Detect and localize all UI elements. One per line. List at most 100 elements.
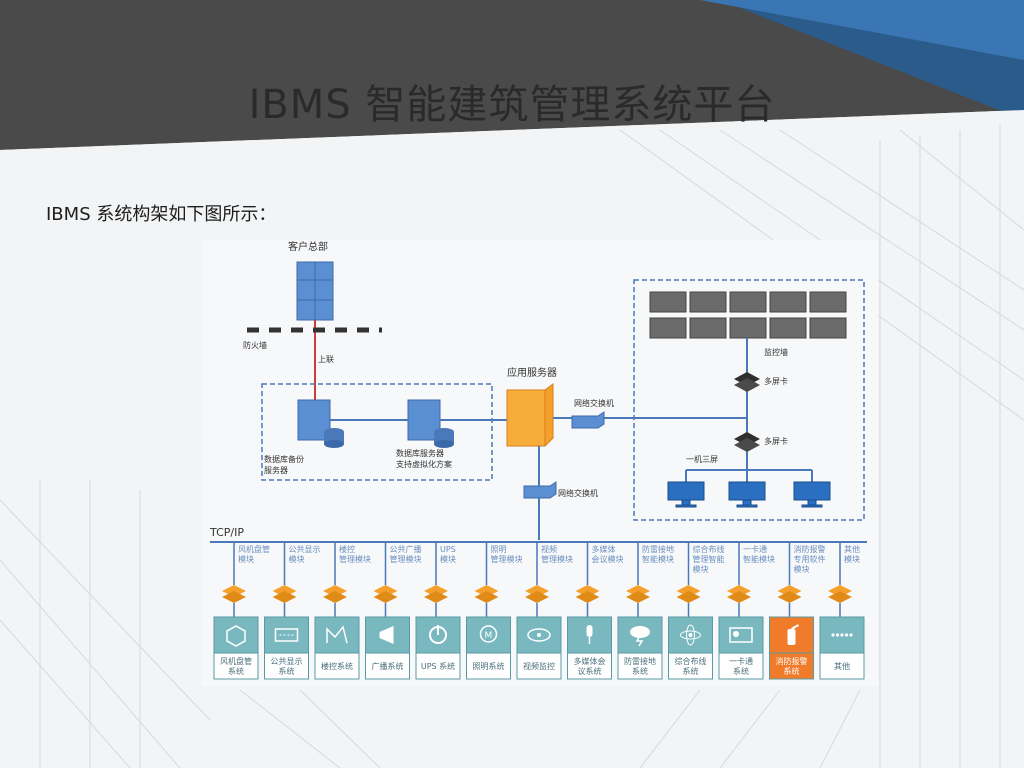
module-label: 楼控	[339, 544, 355, 554]
database-group-box	[261, 383, 493, 481]
uplink-label: 上联	[318, 355, 334, 364]
db-backup-label-2: 服务器	[264, 465, 288, 475]
module-diamond-icon	[676, 585, 701, 603]
slide-title: IBMS 智能建筑管理系统平台	[248, 82, 776, 128]
app-server-label: 应用服务器	[507, 366, 557, 379]
building-lines	[0, 125, 1024, 768]
module-diamond-icon	[222, 585, 246, 603]
module-label: 会议模块	[592, 554, 624, 564]
system-label: 系统	[632, 666, 648, 676]
multiscreen-card-1-label: 多屏卡	[764, 376, 788, 386]
module-label: 管理模块	[339, 554, 371, 564]
top-light-blue-accent	[700, 0, 1024, 60]
system-label: UPS 系统	[421, 661, 455, 671]
system-label: 其他	[834, 661, 850, 671]
system-box: 楼控系统	[314, 616, 360, 680]
system-box: 广播系统	[365, 616, 410, 680]
monitor-wall-icon	[649, 291, 847, 339]
camera-hand-icon	[527, 628, 551, 642]
multiscreen-card-2-icon	[734, 432, 760, 452]
switch-bottom-label: 网络交换机	[558, 488, 598, 498]
architecture-diagram-svg: 客户总部 防火墙 上联 数据库备份 服务器 数据库服务器 支持虚拟化方案 应用服…	[209, 240, 867, 680]
db-backup-label-1: 数据库备份	[264, 454, 304, 464]
switch-right-label: 网络交换机	[574, 398, 614, 408]
multiscreen-card-1-icon	[734, 372, 760, 392]
module-label: 管理智能	[693, 554, 725, 564]
module-diamond-icon	[575, 585, 600, 603]
monitor-wall-group-box	[633, 279, 865, 521]
module-label: 一卡通	[743, 544, 767, 554]
module-label: 综合布线	[693, 544, 725, 554]
one-machine-label: 一机三屏	[686, 454, 718, 464]
db-server-label-1: 数据库服务器	[396, 448, 444, 458]
hq-server-icon	[296, 261, 334, 321]
system-label: 公共显示	[271, 657, 303, 666]
building-icon	[326, 625, 348, 644]
module-label: 防雷接地	[642, 544, 674, 554]
system-label: 防雷接地	[624, 656, 656, 666]
intro-text: IBMS 系统构架如下图所示：	[46, 204, 277, 225]
network-switch-bottom-icon	[523, 481, 557, 499]
system-label: 视频监控	[523, 661, 555, 671]
hq-label: 客户总部	[288, 240, 328, 253]
system-label: 综合布线	[675, 656, 707, 666]
module-label: 专用软件	[794, 554, 826, 564]
module-label: 模块	[794, 564, 810, 574]
module-diamond-icon	[777, 585, 802, 603]
system-label: 系统	[279, 666, 295, 676]
system-label: 多媒体会	[574, 656, 606, 666]
module-label: 其他	[844, 544, 860, 554]
architecture-diagram: 客户总部 防火墙 上联 数据库备份 服务器 数据库服务器 支持虚拟化方案 应用服…	[202, 240, 878, 686]
cube-icon	[226, 625, 246, 647]
system-label: 消防报警	[776, 656, 808, 666]
module-diamond-icon	[424, 585, 448, 603]
id-card-icon	[729, 627, 753, 643]
module-label: 公共广播	[390, 544, 422, 554]
atom-icon	[680, 624, 701, 646]
db-server-icon	[407, 399, 454, 448]
module-diamond-icon	[727, 585, 751, 603]
fire-extinguisher-icon	[787, 624, 799, 645]
module-label: 多媒体	[592, 544, 616, 554]
module-label: 模块	[844, 554, 860, 564]
module-label: 管理模块	[541, 554, 573, 564]
tcpip-label: TCP/IP	[209, 526, 244, 539]
module-label: 风机盘管	[238, 544, 270, 554]
module-label: 管理模块	[491, 554, 523, 564]
monitor-wall-label: 监控墙	[764, 347, 788, 357]
multiscreen-card-2-label: 多屏卡	[764, 436, 788, 446]
system-label: 一卡通	[729, 656, 753, 666]
module-diamond-icon	[474, 585, 499, 603]
system-label: 系统	[784, 666, 800, 676]
power-icon	[429, 625, 447, 644]
system-label: 议系统	[578, 666, 602, 676]
system-label: 风机盘管	[220, 656, 252, 666]
system-label: 系统	[683, 666, 699, 676]
module-diamond-icon	[323, 585, 347, 603]
megaphone-icon	[379, 626, 394, 644]
module-label: 视频	[541, 544, 557, 554]
module-diamond-icon	[525, 585, 549, 603]
module-label: 模块	[440, 554, 456, 564]
system-box: 视频监控	[516, 616, 562, 680]
module-diamond-icon	[272, 585, 297, 603]
system-label: 楼控系统	[321, 661, 353, 671]
